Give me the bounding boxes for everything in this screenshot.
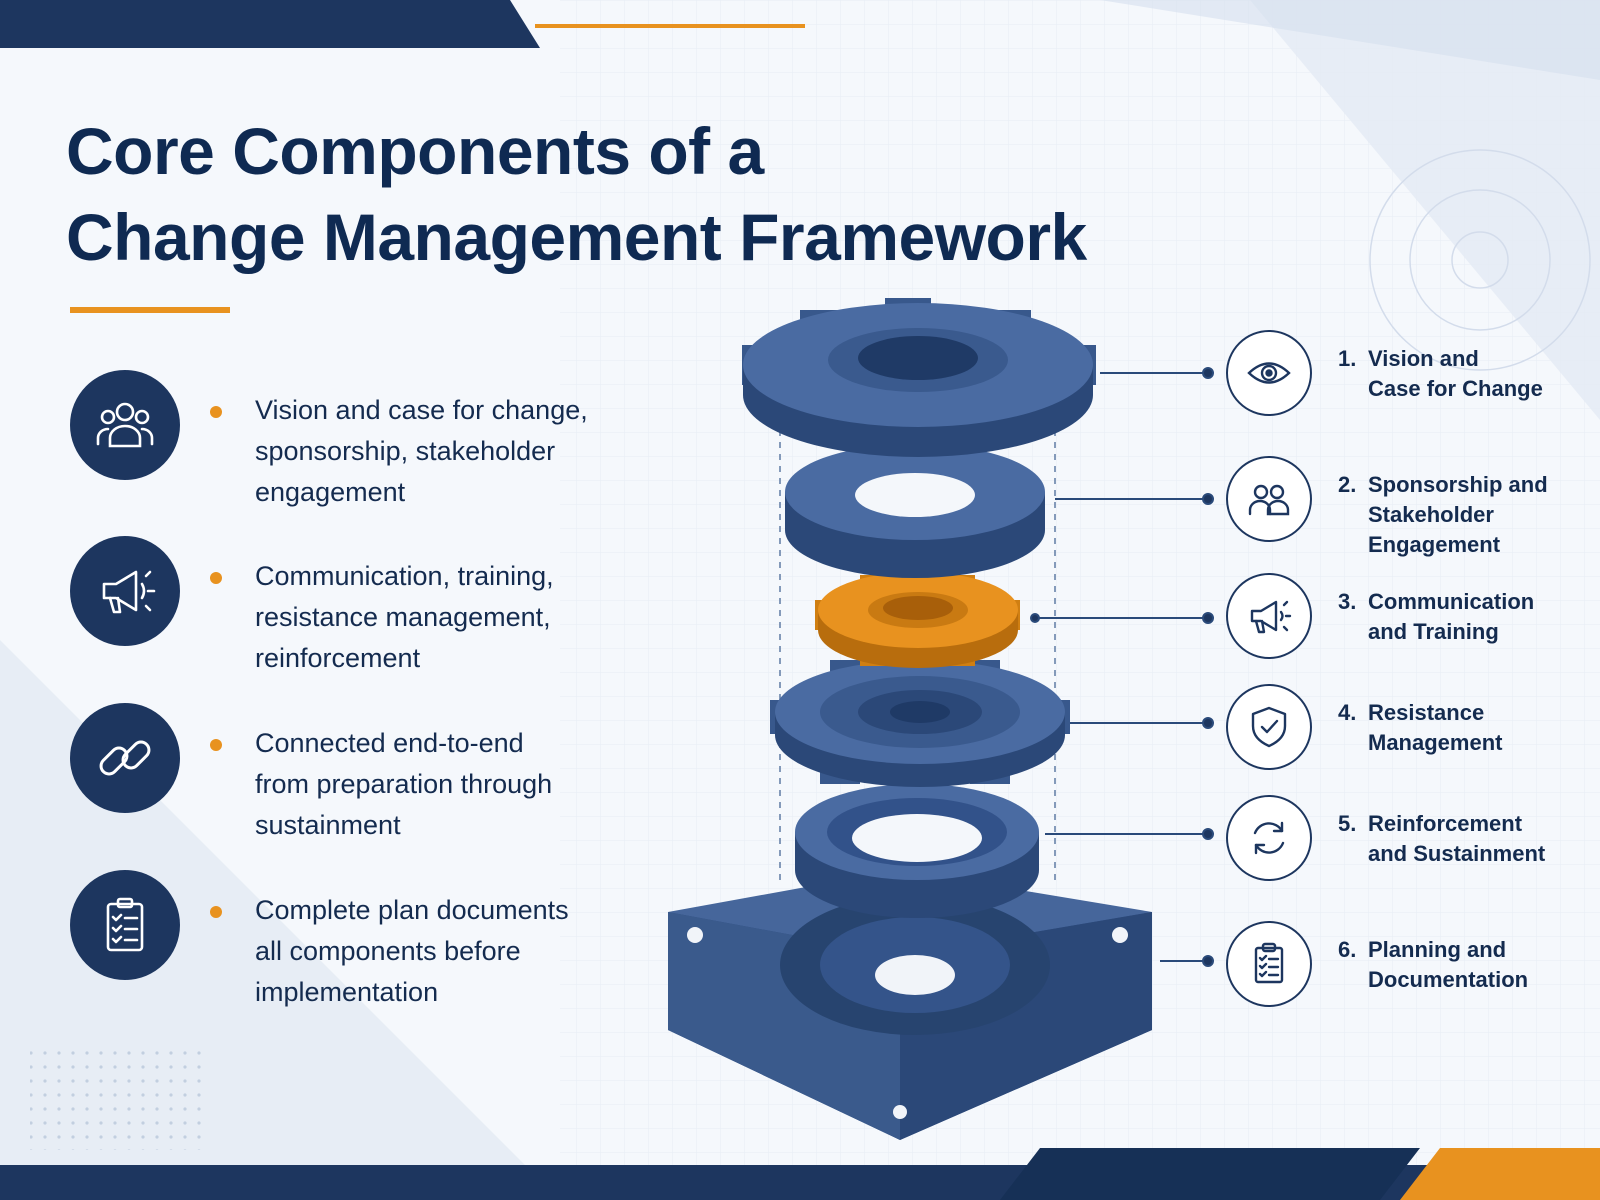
left-point-text: Communication, training, resistance mana…: [255, 556, 655, 679]
left-point-3: Connected end-to-end from preparation th…: [70, 703, 670, 840]
megaphone-icon: [70, 536, 180, 646]
component-6: 6. Planning and Documentation: [1226, 921, 1596, 1021]
component-line: Sponsorship and: [1368, 472, 1548, 497]
bullet-dot: [210, 906, 222, 918]
base-block-illustration: [668, 870, 1152, 1140]
page-title: Core Components of a Change Management F…: [66, 108, 1087, 280]
shield-check-icon: [1226, 684, 1312, 770]
eye-icon: [1226, 330, 1312, 416]
component-line: Management: [1368, 730, 1503, 755]
component-line: and Sustainment: [1368, 841, 1546, 866]
chain-link-icon: [70, 703, 180, 813]
megaphone-icon: [1226, 573, 1312, 659]
component-5: 5. Reinforcement and Sustainment: [1226, 795, 1596, 895]
left-point-line: Complete plan documents: [255, 895, 569, 925]
clipboard-checklist-icon: [70, 870, 180, 980]
left-point-line: implementation: [255, 977, 439, 1007]
bullet-dot: [210, 739, 222, 751]
bullet-dot: [210, 406, 222, 418]
page-title-line-1: Core Components of a: [66, 114, 764, 188]
left-point-2: Communication, training, resistance mana…: [70, 536, 670, 673]
component-line: Stakeholder: [1368, 502, 1494, 527]
left-point-1: Vision and case for change, sponsorship,…: [70, 370, 670, 507]
left-point-line: Connected end-to-end: [255, 728, 524, 758]
people-icon: [1226, 456, 1312, 542]
left-point-line: all components before: [255, 936, 521, 966]
refresh-cycle-icon: [1226, 795, 1312, 881]
page-title-line-2: Change Management Framework: [66, 200, 1087, 274]
component-line: Communication: [1368, 589, 1535, 614]
component-line: Reinforcement: [1368, 811, 1523, 836]
component-number: 3.: [1338, 589, 1357, 614]
component-line: Resistance: [1368, 700, 1485, 725]
component-1: 1. Vision and Case for Change: [1226, 330, 1596, 430]
component-number: 4.: [1338, 700, 1357, 725]
left-point-4: Complete plan documents all components b…: [70, 870, 670, 1007]
reinforcement-ring-illustration: [795, 784, 1039, 918]
left-point-line: sponsorship, stakeholder: [255, 436, 556, 466]
component-2: 2. Sponsorship and Stakeholder Engagemen…: [1226, 456, 1596, 557]
left-point-text: Complete plan documents all components b…: [255, 890, 655, 1013]
component-line: Case for Change: [1368, 376, 1543, 401]
left-point-line: from preparation through: [255, 769, 553, 799]
left-point-text: Vision and case for change, sponsorship,…: [255, 390, 655, 513]
left-point-line: engagement: [255, 477, 406, 507]
communication-gear-illustration: [815, 572, 1020, 668]
component-line: Planning and: [1368, 937, 1507, 962]
component-number: 6.: [1338, 937, 1357, 962]
component-number: 1.: [1338, 346, 1357, 371]
component-line: Documentation: [1368, 967, 1529, 992]
component-4: 4. Resistance Management: [1226, 684, 1596, 784]
sponsorship-disc-illustration: [785, 444, 1045, 578]
resistance-gear-illustration: [770, 660, 1070, 787]
vision-gear-illustration: [742, 298, 1096, 457]
component-number: 5.: [1338, 811, 1357, 836]
title-underline: [70, 307, 230, 313]
component-3: 3. Communication and Training: [1226, 573, 1596, 673]
component-line: and Training: [1368, 619, 1499, 644]
people-group-icon: [70, 370, 180, 480]
left-point-text: Connected end-to-end from preparation th…: [255, 723, 655, 846]
bullet-dot: [210, 572, 222, 584]
clipboard-checklist-icon: [1226, 921, 1312, 1007]
component-line: Vision and: [1368, 346, 1479, 371]
component-number: 2.: [1338, 472, 1357, 497]
left-point-line: reinforcement: [255, 643, 421, 673]
component-line: Engagement: [1368, 532, 1501, 557]
left-point-line: Communication, training,: [255, 561, 554, 591]
left-point-line: sustainment: [255, 810, 401, 840]
left-point-line: Vision and case for change,: [255, 395, 588, 425]
left-point-line: resistance management,: [255, 602, 551, 632]
